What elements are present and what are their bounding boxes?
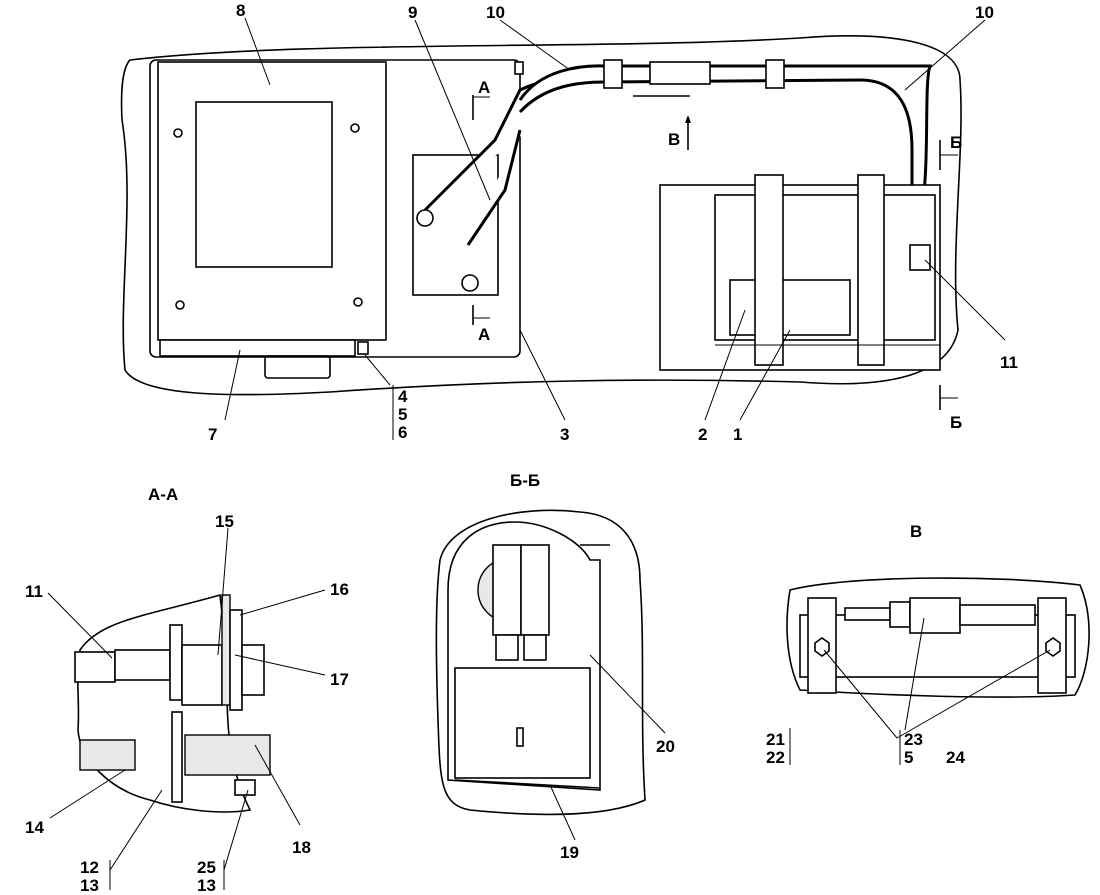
battery-section (454, 667, 591, 779)
bolt (514, 61, 524, 75)
cable-14 (79, 739, 136, 771)
label-8: 8 (236, 1, 245, 20)
switch-lever (844, 607, 891, 621)
section-bb-view: Б-Б 20 19 (435, 471, 675, 862)
view-v: В 21 22 23 5 24 (766, 522, 1090, 767)
bolt-25 (234, 779, 256, 796)
label-7: 7 (208, 425, 217, 444)
terminal-block (520, 544, 550, 636)
label-11: 11 (1000, 353, 1018, 372)
tear-outline-v (786, 577, 1090, 698)
label-18: 18 (292, 838, 311, 857)
strap (857, 174, 885, 366)
label-20: 20 (656, 737, 675, 756)
battery-cell (729, 279, 851, 336)
terminal (416, 209, 434, 227)
section-mark-a: А (478, 325, 490, 344)
insulator-16 (221, 594, 231, 706)
label-11: 11 (25, 582, 43, 601)
cable-lug (241, 644, 265, 696)
handle-grip (264, 355, 331, 379)
terminal (523, 634, 547, 661)
label-14: 14 (25, 818, 44, 837)
section-aa-view: А-А 11 15 16 17 14 18 12 13 (25, 485, 349, 895)
label-4: 4 (398, 387, 408, 406)
cable-18 (184, 734, 271, 776)
label-5: 5 (398, 405, 407, 424)
cover-window (195, 101, 333, 268)
switch-24 (909, 597, 961, 634)
label-22: 22 (766, 748, 785, 767)
bolt (173, 128, 183, 138)
label-3: 3 (560, 425, 569, 444)
bolt (350, 123, 360, 133)
view-title-aa: А-А (148, 485, 178, 504)
strap-1 (754, 174, 784, 366)
cable (959, 604, 1036, 626)
tear-outline-bb (435, 509, 646, 816)
view-title-bb: Б-Б (510, 471, 540, 490)
main-view: А А В Б Б 8 9 10 10 11 7 (120, 1, 1018, 444)
plate-17 (229, 609, 243, 711)
label-23: 23 (904, 730, 923, 749)
section-mark-b: Б (950, 413, 962, 432)
label-1: 1 (733, 425, 742, 444)
handle-7 (159, 339, 356, 357)
bolt (357, 341, 369, 355)
label-5: 5 (904, 748, 913, 767)
switch (649, 61, 711, 85)
terminal-11 (909, 244, 931, 271)
terminal-11 (74, 651, 116, 683)
flange (169, 624, 183, 701)
slot (516, 727, 524, 747)
bolt (353, 297, 363, 307)
view-arrow-v: В (668, 130, 680, 149)
label-16: 16 (330, 580, 349, 599)
label-21: 21 (766, 730, 785, 749)
label-17: 17 (330, 670, 349, 689)
label-10: 10 (486, 3, 505, 22)
nut (1045, 637, 1061, 657)
section-mark-b: Б (950, 133, 962, 152)
label-10: 10 (975, 3, 994, 22)
flange-lower (171, 711, 183, 803)
label-19: 19 (560, 843, 579, 862)
label-13: 13 (197, 876, 216, 895)
block-15 (181, 644, 223, 706)
terminal-block (492, 544, 522, 636)
terminal (495, 634, 519, 661)
cable-9b (466, 129, 522, 246)
label-6: 6 (398, 423, 407, 442)
view-title-v: В (910, 522, 922, 541)
label-24: 24 (946, 748, 965, 767)
bolt (175, 300, 185, 310)
label-13: 13 (80, 876, 99, 895)
terminal-body (114, 649, 171, 681)
section-mark-a: А (478, 78, 490, 97)
terminal (461, 274, 479, 292)
switch-body (889, 601, 911, 628)
tear-outline-aa (76, 593, 252, 813)
leader-lines (224, 17, 1006, 440)
clamp (603, 59, 623, 89)
tray-19 (454, 779, 601, 789)
label-12: 12 (80, 858, 99, 877)
label-15: 15 (215, 512, 234, 531)
label-25: 25 (197, 858, 216, 877)
clamp (765, 59, 785, 89)
label-9: 9 (408, 3, 417, 22)
label-2: 2 (698, 425, 707, 444)
tear-outline-main (120, 35, 962, 396)
